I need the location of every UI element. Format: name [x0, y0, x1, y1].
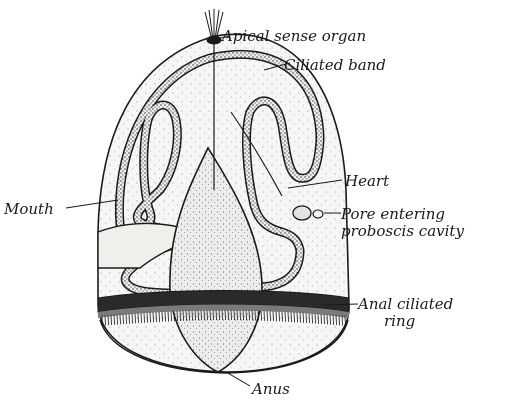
cilium: [342, 315, 343, 325]
label-anal-line1: Anal ciliated: [358, 296, 453, 313]
cilium: [324, 314, 325, 324]
cilium: [111, 315, 112, 325]
label-pore-entering-proboscis-cavity: Pore entering proboscis cavity: [341, 206, 464, 240]
label-anal-ciliated-ring: Anal ciliated ring: [358, 296, 453, 330]
cilium: [237, 310, 238, 320]
cilium: [177, 311, 178, 321]
cilium: [153, 312, 154, 322]
cilium: [258, 311, 259, 321]
cilium: [300, 313, 301, 323]
cilium: [135, 313, 136, 323]
cilium: [276, 311, 277, 321]
cilium: [255, 310, 256, 320]
cilium: [231, 310, 232, 320]
cilium: [123, 314, 124, 324]
cilium: [219, 310, 220, 320]
cilium: [201, 310, 202, 320]
cilium: [339, 315, 340, 325]
cilium: [105, 315, 106, 325]
cilium: [261, 311, 262, 321]
cilium: [291, 312, 292, 322]
cilium: [168, 311, 169, 321]
cilium: [216, 310, 217, 320]
cilium: [315, 314, 316, 324]
cilium: [273, 311, 274, 321]
cilium: [288, 312, 289, 322]
cilium: [207, 310, 208, 320]
cilium: [279, 311, 280, 321]
cilium: [282, 312, 283, 322]
cilium: [306, 313, 307, 323]
cilium: [150, 312, 151, 322]
cilium: [303, 313, 304, 323]
cilium: [165, 312, 166, 322]
cilium: [267, 311, 268, 321]
cilium: [162, 312, 163, 322]
cilium: [246, 310, 247, 320]
cilium: [120, 314, 121, 324]
cilium: [312, 313, 313, 323]
cilium: [192, 310, 193, 320]
cilium: [294, 312, 295, 322]
cilium: [318, 314, 319, 324]
cilium: [108, 315, 109, 325]
label-mouth: Mouth: [4, 201, 54, 218]
cilium: [156, 312, 157, 322]
cilium: [147, 313, 148, 323]
label-anal-line2: ring: [358, 313, 453, 330]
cilium: [204, 310, 205, 320]
label-anus: Anus: [252, 381, 290, 398]
cilium: [144, 313, 145, 323]
cilium: [114, 315, 115, 325]
label-apical-sense-organ: Apical sense organ: [222, 28, 366, 45]
cilium: [210, 310, 211, 320]
cilium: [189, 311, 190, 321]
cilium: [228, 310, 229, 320]
cilium: [225, 310, 226, 320]
cilium: [171, 311, 172, 321]
label-ciliated-band: Ciliated band: [284, 57, 386, 74]
cilium: [333, 315, 334, 325]
cilium: [243, 310, 244, 320]
label-pore-line1: Pore entering: [341, 206, 464, 223]
cilium: [141, 313, 142, 323]
cilium: [183, 311, 184, 321]
label-pore-line2: proboscis cavity: [341, 223, 464, 240]
cilium: [198, 310, 199, 320]
cilium: [309, 313, 310, 323]
cilium: [297, 312, 298, 322]
cilium: [138, 313, 139, 323]
cilium: [126, 314, 127, 324]
cilium: [186, 311, 187, 321]
cilium: [345, 316, 346, 326]
cilium: [117, 315, 118, 325]
cilium: [174, 311, 175, 321]
cilium: [252, 310, 253, 320]
cilium: [336, 315, 337, 325]
cilium: [213, 310, 214, 320]
label-heart: Heart: [345, 173, 389, 190]
cilium: [330, 315, 331, 325]
cilium: [240, 310, 241, 320]
cilium: [180, 311, 181, 321]
cilium: [327, 314, 328, 324]
cilium: [249, 310, 250, 320]
cilium: [264, 311, 265, 321]
cilium: [129, 314, 130, 324]
cilium: [132, 314, 133, 324]
cilium: [321, 314, 322, 324]
cilium: [195, 310, 196, 320]
cilium: [285, 312, 286, 322]
cilium: [234, 310, 235, 320]
cilium: [159, 312, 160, 322]
cilium: [270, 311, 271, 321]
cilium: [222, 310, 223, 320]
